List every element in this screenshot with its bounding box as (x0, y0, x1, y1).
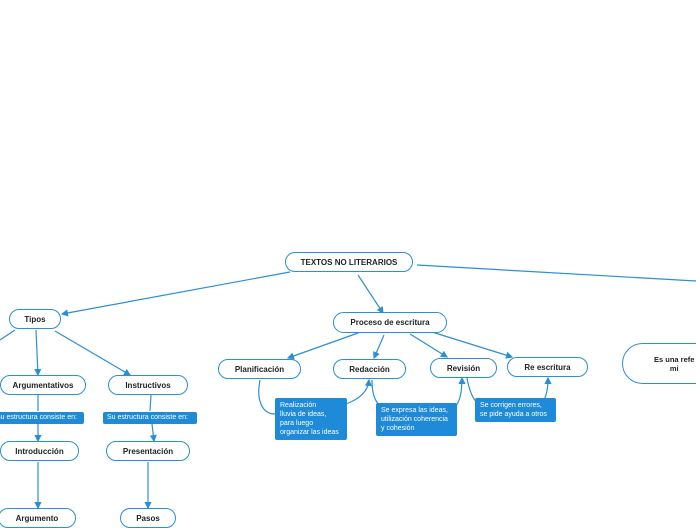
edge-instructivos-estructura (149, 394, 152, 412)
node-presentacion[interactable]: Presentación (106, 441, 190, 461)
edge-tipos-instructivos (54, 330, 132, 376)
note-revision: Se corrigen errores, se pide ayuda a otr… (475, 398, 556, 422)
node-instructivos[interactable]: Instructivos (108, 375, 188, 395)
edge-root-tipos (60, 271, 291, 317)
edge-proceso-redaccion (373, 334, 385, 360)
root-node[interactable]: TEXTOS NO LITERARIOS (285, 252, 413, 272)
node-revision[interactable]: Revisión (430, 358, 497, 378)
node-planificacion[interactable]: Planificación (218, 359, 301, 379)
note-planificacion: Realización lluvia de ideas, para luego … (275, 398, 347, 440)
node-re-escritura[interactable]: Re escritura (507, 357, 588, 377)
edge-root-right (416, 264, 696, 282)
edge-estructura-presentacion (149, 423, 157, 443)
node-tipos[interactable]: Tipos (9, 309, 61, 329)
edge-note-redaccion (345, 378, 372, 405)
label-estructura-instructivos: Su estructura consiste en: (103, 412, 197, 424)
node-argumentativos[interactable]: Argumentativos (0, 375, 86, 395)
node-proceso-de-escritura[interactable]: Proceso de escritura (333, 312, 447, 333)
edge-proceso-revision (409, 333, 449, 358)
label-estructura-argumentativos: Su estructura consiste en: (0, 412, 84, 424)
edge-root-proceso (357, 274, 384, 315)
note-redaccion: Se expresa las ideas, utilización cohere… (376, 403, 457, 436)
edge-proceso-reescritura (431, 331, 514, 359)
node-pasos[interactable]: Pasos (120, 508, 176, 528)
node-redaccion[interactable]: Redacción (333, 359, 406, 379)
node-introduccion[interactable]: Introducción (0, 441, 79, 461)
edge-tipos-argumentativos (34, 329, 42, 377)
node-right-partial[interactable]: Es una refe mi (622, 343, 696, 384)
node-argumento[interactable]: Argumento (0, 508, 76, 528)
edge-tipos-left (0, 329, 16, 341)
edge-planificacion-note (258, 379, 276, 415)
edge-proceso-planificacion (286, 332, 359, 360)
